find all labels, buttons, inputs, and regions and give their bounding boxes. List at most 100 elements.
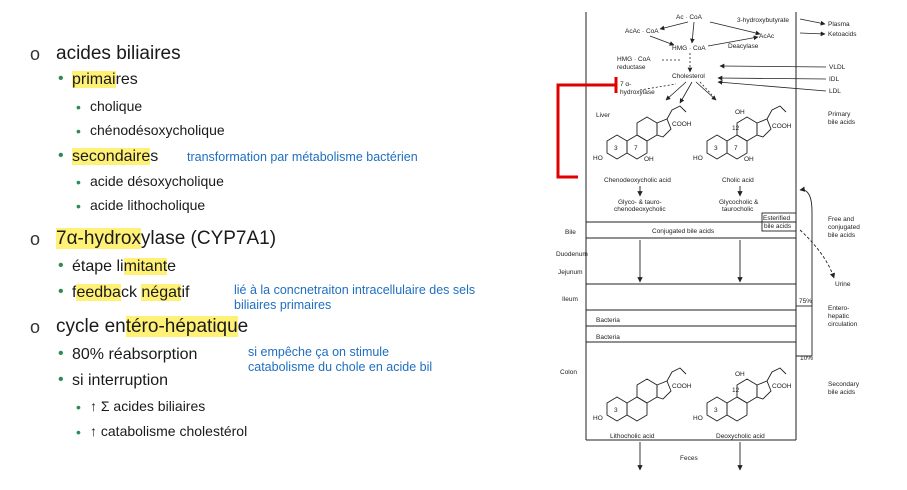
- item-feedback-negatif: feedback négatif: [72, 284, 190, 301]
- label-ho-1: HO: [593, 155, 603, 162]
- label-liver: Liver: [596, 112, 611, 119]
- label-acac: AcAc: [759, 33, 775, 40]
- item-acide-lithocholique: acide lithocholique: [90, 197, 206, 213]
- label-ring-3a: 3: [614, 145, 618, 152]
- label-ileum: Ileum: [562, 296, 578, 303]
- item-acide-desoxycholique: acide désoxycholique: [90, 173, 224, 189]
- note-stimule: si empêche ça on stimule catabolisme du …: [248, 345, 433, 374]
- feedback-inhibition-arrow: [556, 77, 618, 179]
- label-entero-1: Entero-: [828, 305, 849, 312]
- label-hmg-coa: HMG · CoA: [672, 45, 706, 52]
- highlight: 7α-hydrox: [56, 228, 141, 249]
- label-urine: Urine: [835, 281, 851, 288]
- label-deoxycholic-acid: Deoxycholic acid: [716, 433, 765, 440]
- label-bile: Bile: [565, 229, 576, 236]
- heading-cycle-entero-hepatique: cycle entéro-hépatique: [56, 316, 249, 337]
- label-entero-3: circulation: [828, 321, 858, 328]
- label-free-1: Free and: [828, 216, 854, 223]
- label-esterified-1: Esterified: [763, 215, 790, 222]
- label-75-percent: 75%: [799, 298, 812, 305]
- item-primaires: primaires: [72, 71, 138, 88]
- label-cholesterol: Cholesterol: [672, 73, 705, 80]
- highlight: téro-hépatiqu: [125, 316, 238, 337]
- label-duodenum: Duodenum: [556, 251, 588, 258]
- dot-bullet-icon: •: [58, 147, 64, 164]
- item-chenodesoxycholique: chénodésoxycholique: [90, 122, 225, 138]
- label-bacteria-1: Bacteria: [596, 317, 620, 324]
- heading-7a-hydroxylase: 7α-hydroxylase (CYP7A1): [56, 228, 277, 249]
- dot-bullet-icon: •: [76, 399, 81, 415]
- circle-bullet-icon: o: [30, 44, 41, 64]
- circle-bullet-icon: o: [30, 229, 41, 249]
- label-ho-2: HO: [693, 155, 703, 162]
- note-transformation: transformation par métabolisme bactérien: [187, 150, 418, 164]
- label-ring-3b: 3: [714, 145, 718, 152]
- label-hmg-reductase-2: reductase: [617, 64, 646, 71]
- item-secondaires: secondaires: [72, 148, 159, 165]
- label-glycocholic-2: taurocholic: [722, 206, 754, 213]
- label-oh-3: OH: [744, 156, 754, 163]
- highlight: eedba: [76, 284, 121, 301]
- label-cooh-1: COOH: [672, 121, 692, 128]
- label-plasma: Plasma: [828, 21, 850, 28]
- label-secondary-2: bile acids: [828, 389, 856, 396]
- label-bacteria-2: Bacteria: [596, 334, 620, 341]
- label-ldl: LDL: [829, 88, 841, 95]
- label-ring-12d: 12: [732, 387, 740, 394]
- dot-bullet-icon: •: [76, 174, 81, 190]
- item-80-reabsorption: 80% réabsorption: [72, 346, 198, 363]
- label-10-percent: 10%: [800, 355, 813, 362]
- label-ketoacids: Ketoacids: [828, 31, 857, 38]
- label-ring-12b: 12: [732, 125, 740, 132]
- label-glyco-tauro-1: Glyco- & tauro-: [618, 199, 662, 206]
- label-oh-4: OH: [735, 371, 745, 378]
- label-7a-hydroxylase-1: 7 α-: [620, 81, 631, 88]
- cholic-acid-structure: [706, 105, 787, 160]
- label-3-hydroxybutyrate: 3-hydroxybutyrate: [737, 17, 789, 24]
- dot-bullet-icon: •: [58, 371, 64, 388]
- label-esterified-2: bile acids: [764, 223, 792, 230]
- label-lithocholic-acid: Lithocholic acid: [610, 433, 655, 440]
- label-free-2: conjugated: [828, 224, 860, 231]
- dot-bullet-icon: •: [76, 424, 81, 440]
- label-entero-2: hepatic: [828, 313, 850, 320]
- label-free-3: bile acids: [828, 232, 856, 239]
- highlight: mitant: [123, 258, 168, 275]
- lithocholic-acid-structure: [606, 367, 687, 422]
- dot-bullet-icon: •: [58, 257, 64, 274]
- label-primary-bile-acids-1: Primary: [828, 111, 851, 118]
- label-feces: Feces: [680, 455, 698, 462]
- label-vldl: VLDL: [829, 64, 846, 71]
- label-ring-3c: 3: [614, 407, 618, 414]
- label-acac-coa: AcAc · CoA: [625, 28, 659, 35]
- label-cooh-4: COOH: [772, 383, 792, 390]
- circle-bullet-icon: o: [30, 317, 41, 337]
- dot-bullet-icon: •: [76, 99, 81, 115]
- label-glycocholic-1: Glycocholic &: [719, 199, 759, 206]
- label-oh-2: OH: [735, 109, 745, 116]
- dot-bullet-icon: •: [76, 123, 81, 139]
- label-ho-4: HO: [693, 415, 703, 422]
- item-sum-acides-biliaires: ↑ Σ acides biliaires: [90, 398, 206, 414]
- label-hmg-reductase-1: HMG · CoA: [617, 56, 651, 63]
- dot-bullet-icon: •: [76, 198, 81, 214]
- highlight: secondaire: [72, 148, 151, 165]
- label-idl: IDL: [829, 76, 840, 83]
- item-catabolisme-cholesterol: ↑ catabolisme cholestérol: [90, 423, 248, 439]
- label-glyco-tauro-2: chenodeoxycholic: [614, 206, 666, 213]
- dot-bullet-icon: •: [58, 345, 64, 362]
- note-concentration: lié à la concnetraiton intracellulaire d…: [234, 283, 476, 312]
- label-chenodeoxycholic-acid: Chenodeoxycholic acid: [604, 177, 671, 184]
- label-ring-3d: 3: [714, 407, 718, 414]
- label-ho-3: HO: [593, 415, 603, 422]
- label-7a-hydroxylase-2: hydroxylase: [620, 89, 655, 96]
- highlight: primai: [72, 71, 116, 88]
- label-jejunum: Jejunum: [558, 269, 583, 276]
- label-ring-7b: 7: [734, 145, 738, 152]
- label-ring-7a: 7: [634, 145, 638, 152]
- item-cholique: cholique: [90, 98, 143, 114]
- chenodeoxycholic-acid-structure: [606, 105, 687, 160]
- label-oh-1: OH: [644, 156, 654, 163]
- label-deacylase: Deacylase: [728, 43, 759, 50]
